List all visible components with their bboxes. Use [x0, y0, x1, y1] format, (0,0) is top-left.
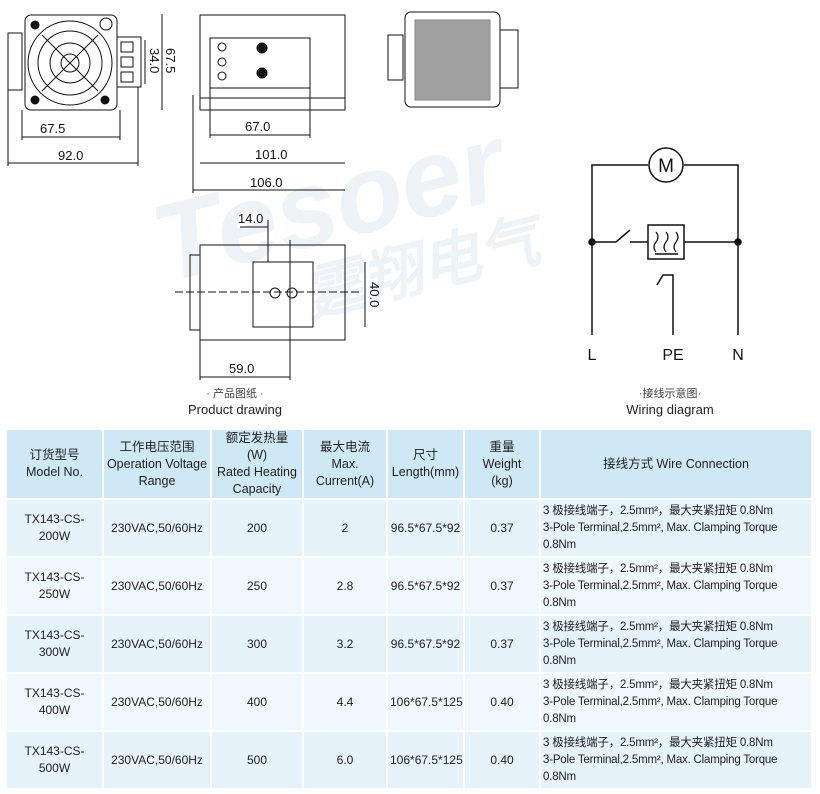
- cell-voltage: 230VAC,50/60Hz: [102, 498, 212, 558]
- caption-en: Wiring diagram: [626, 402, 714, 417]
- dim-side-total: 106.0: [250, 175, 283, 190]
- caption-cn: ·接线示意图·: [638, 388, 702, 400]
- cell-weight: 0.37: [463, 556, 541, 616]
- cell-current: 2: [302, 498, 388, 558]
- dim-top-rail: 40.0: [367, 282, 382, 307]
- cell-voltage: 230VAC,50/60Hz: [102, 614, 212, 674]
- wire-cn: 3 极接线端子，2.5mm²，最大夹紧扭矩 0.8Nm: [543, 620, 773, 633]
- cell-weight: 0.40: [463, 672, 541, 732]
- wire-en: 3-Pole Terminal,2.5mm², Max. Clamping To…: [543, 579, 778, 609]
- cell-model: TX143-CS-300W: [5, 614, 104, 674]
- cell-length: 96.5*67.5*92: [386, 498, 465, 558]
- cell-voltage: 230VAC,50/60Hz: [102, 672, 212, 732]
- dim-top-length: 59.0: [229, 361, 254, 376]
- cell-length: 96.5*67.5*92: [386, 614, 465, 674]
- header-current: 最大电流 Max.Current(A): [302, 428, 388, 500]
- dim-side-body: 101.0: [255, 147, 288, 162]
- cell-current: 3.2: [302, 614, 388, 674]
- cell-heat: 300: [210, 614, 304, 674]
- cell-heat: 400: [210, 672, 304, 732]
- wire-en: 3-Pole Terminal,2.5mm², Max. Clamping To…: [543, 753, 778, 783]
- cell-wire: 3 极接线端子，2.5mm²，最大夹紧扭矩 0.8Nm 3-Pole Termin…: [539, 498, 813, 558]
- cell-length: 96.5*67.5*92: [386, 556, 465, 616]
- cell-weight: 0.37: [463, 614, 541, 674]
- dim-side-inner: 67.0: [245, 119, 270, 134]
- cell-current: 2.8: [302, 556, 388, 616]
- dim-terminal: 34.0: [147, 48, 162, 73]
- cell-model: TX143-CS-200W: [5, 498, 104, 558]
- dim-top-offset: 14.0: [238, 211, 263, 226]
- cell-length: 106*67.5*125: [386, 730, 465, 790]
- cell-heat: 250: [210, 556, 304, 616]
- cell-wire: 3 极接线端子，2.5mm²，最大夹紧扭矩 0.8Nm 3-Pole Termin…: [539, 672, 813, 732]
- cell-heat: 200: [210, 498, 304, 558]
- caption-cn: · 产品图纸 ·: [206, 388, 264, 400]
- terminal-l: L: [588, 347, 597, 364]
- rear-view: [387, 11, 519, 108]
- cell-model: TX143-CS-500W: [5, 730, 104, 790]
- cell-wire: 3 极接线端子，2.5mm²，最大夹紧扭矩 0.8Nm 3-Pole Termin…: [539, 730, 813, 790]
- wire-cn: 3 极接线端子，2.5mm²，最大夹紧扭矩 0.8Nm: [543, 736, 773, 749]
- wiring-caption: ·接线示意图· Wiring diagram: [595, 386, 745, 418]
- product-drawing: 67.5 34.0 67.5 92.0 67.0 101.0 106.0 14.…: [7, 11, 744, 380]
- top-view: [175, 220, 366, 380]
- wire-en: 3-Pole Terminal,2.5mm², Max. Clamping To…: [543, 637, 778, 667]
- cell-length: 106*67.5*125: [386, 672, 465, 732]
- front-view: [7, 14, 163, 166]
- cell-weight: 0.37: [463, 498, 541, 558]
- cell-current: 4.4: [302, 672, 388, 732]
- wire-cn: 3 极接线端子，2.5mm²，最大夹紧扭矩 0.8Nm: [543, 562, 773, 575]
- wire-cn: 3 极接线端子，2.5mm²，最大夹紧扭矩 0.8Nm: [543, 678, 773, 691]
- wire-en: 3-Pole Terminal,2.5mm², Max. Clamping To…: [543, 521, 778, 551]
- header-wire: 接线方式 Wire Connection: [539, 428, 813, 500]
- cell-wire: 3 极接线端子，2.5mm²，最大夹紧扭矩 0.8Nm 3-Pole Termin…: [539, 556, 813, 616]
- terminal-pe: PE: [662, 347, 683, 364]
- side-view: [192, 14, 346, 193]
- terminal-n: N: [732, 347, 744, 364]
- wire-cn: 3 极接线端子，2.5mm²，最大夹紧扭矩 0.8Nm: [543, 504, 773, 517]
- cell-voltage: 230VAC,50/60Hz: [102, 730, 212, 790]
- cell-model: TX143-CS-400W: [5, 672, 104, 732]
- motor-label: M: [658, 156, 674, 177]
- cell-model: TX143-CS-250W: [5, 556, 104, 616]
- cell-weight: 0.40: [463, 730, 541, 790]
- dim-front-total: 92.0: [58, 148, 83, 163]
- dim-front-height: 67.5: [163, 48, 178, 73]
- caption-en: Product drawing: [188, 402, 282, 417]
- cell-wire: 3 极接线端子，2.5mm²，最大夹紧扭矩 0.8Nm 3-Pole Termin…: [539, 614, 813, 674]
- wire-en: 3-Pole Terminal,2.5mm², Max. Clamping To…: [543, 695, 778, 725]
- cell-voltage: 230VAC,50/60Hz: [102, 556, 212, 616]
- cell-heat: 500: [210, 730, 304, 790]
- dim-front-width: 67.5: [40, 121, 65, 136]
- wiring-diagram: [588, 147, 742, 335]
- cell-current: 6.0: [302, 730, 388, 790]
- product-drawing-caption: · 产品图纸 · Product drawing: [160, 386, 310, 418]
